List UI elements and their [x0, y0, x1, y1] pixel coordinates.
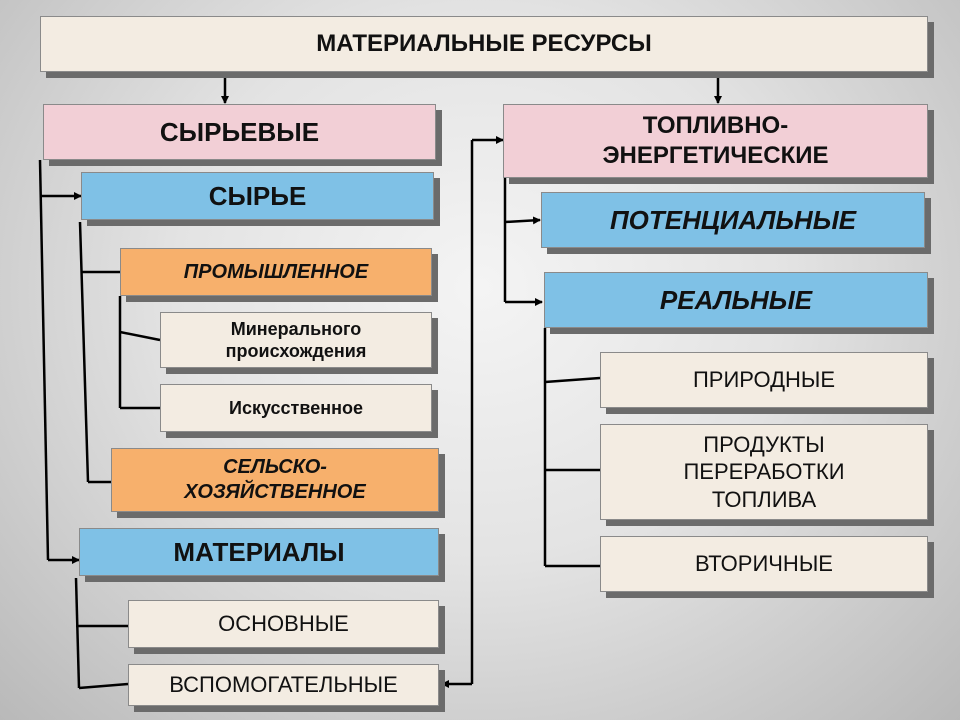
secondary-node: ВТОРИЧНЫЕ — [600, 536, 928, 592]
auxiliary-label: ВСПОМОГАТЕЛЬНЫЕ — [169, 672, 398, 698]
mineral-label: Минерального происхождения — [225, 318, 367, 362]
natural-node: ПРИРОДНЫЕ — [600, 352, 928, 408]
auxiliary-node: ВСПОМОГАТЕЛЬНЫЕ — [128, 664, 439, 706]
root-node: МАТЕРИАЛЬНЫЕ РЕСУРСЫ — [40, 16, 928, 72]
line-to-natural — [544, 376, 601, 384]
line-to-auxiliary — [78, 682, 129, 690]
potential-label: ПОТЕНЦИАЛЬНЫЕ — [609, 204, 857, 235]
raw-group-node: СЫРЬЕВЫЕ — [43, 104, 436, 160]
raw-label: СЫРЬЕ — [208, 180, 307, 211]
potential-node: ПОТЕНЦИАЛЬНЫЕ — [541, 192, 925, 248]
agricultural-node: СЕЛЬСКО- ХОЗЯЙСТВЕННОЕ — [111, 448, 439, 512]
arrow-to-potential — [504, 216, 541, 225]
industrial-label: ПРОМЫШЛЕННОЕ — [183, 260, 369, 283]
mineral-node: Минерального происхождения — [160, 312, 432, 368]
secondary-label: ВТОРИЧНЫЕ — [695, 551, 833, 577]
line-materials-trunk — [74, 577, 81, 689]
materials-node: МАТЕРИАЛЫ — [79, 528, 439, 576]
raw-group-label: СЫРЬЕВЫЕ — [159, 116, 320, 147]
fuel-group-node: ТОПЛИВНО- ЭНЕРГЕТИЧЕСКИЕ — [503, 104, 928, 178]
basic-node: ОСНОВНЫЕ — [128, 600, 439, 648]
artificial-node: Искусственное — [160, 384, 432, 432]
agricultural-label: СЕЛЬСКО- ХОЗЯЙСТВЕННОЕ — [184, 456, 366, 503]
basic-label: ОСНОВНЫЕ — [218, 611, 349, 637]
root-label: МАТЕРИАЛЬНЫЕ РЕСУРСЫ — [316, 30, 652, 57]
real-label: РЕАЛЬНЫЕ — [659, 284, 813, 315]
line-to-mineral — [119, 330, 161, 342]
industrial-node: ПРОМЫШЛЕННОЕ — [120, 248, 432, 296]
natural-label: ПРИРОДНЫЕ — [692, 367, 836, 393]
raw-node: СЫРЬЕ — [81, 172, 434, 220]
materials-label: МАТЕРИАЛЫ — [173, 536, 345, 567]
processed-node: ПРОДУКТЫ ПЕРЕРАБОТКИ ТОПЛИВА — [600, 424, 928, 520]
line-raw-trunk — [78, 221, 90, 483]
processed-label: ПРОДУКТЫ ПЕРЕРАБОТКИ ТОПЛИВА — [683, 431, 845, 512]
fuel-group-label: ТОПЛИВНО- ЭНЕРГЕТИЧЕСКИЕ — [602, 112, 829, 169]
real-node: РЕАЛЬНЫЕ — [544, 272, 928, 328]
artificial-label: Искусственное — [229, 397, 363, 418]
line-raw-group-trunk — [38, 159, 50, 561]
